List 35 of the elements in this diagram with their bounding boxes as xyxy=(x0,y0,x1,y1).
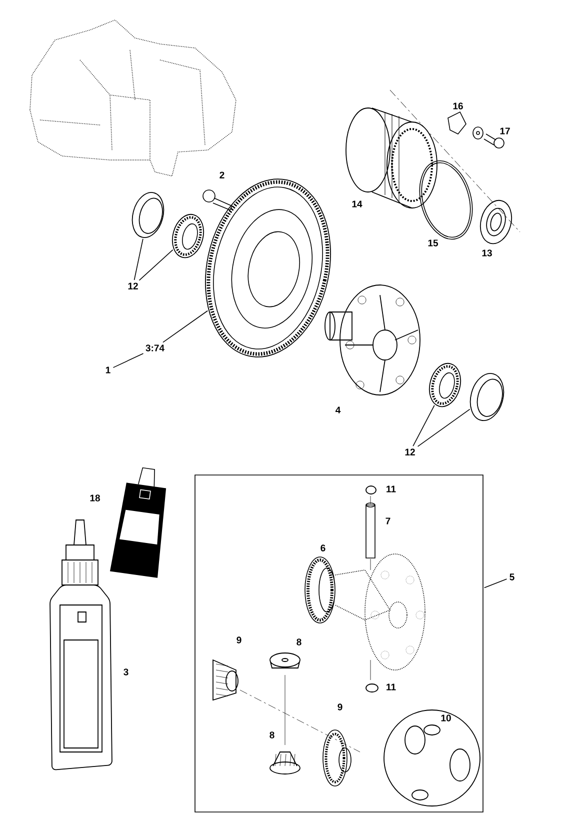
roller-bearing-drawing xyxy=(172,214,204,258)
callout-number: 18 xyxy=(90,494,100,502)
callout-number: 5 xyxy=(510,574,514,580)
leader-line xyxy=(112,353,144,368)
callout-number: 11 xyxy=(386,486,396,492)
bearing-cup-drawing xyxy=(132,192,164,238)
callout-number: 3 xyxy=(124,668,128,676)
leader-line xyxy=(138,249,174,281)
ring-gear-drawing xyxy=(205,178,331,358)
callout-number: 6 xyxy=(320,544,326,552)
leader-line xyxy=(134,238,144,280)
callout-number: 1 xyxy=(106,366,110,374)
callout-number: 17 xyxy=(500,128,510,134)
leader-line xyxy=(162,310,208,343)
group-frame xyxy=(194,474,484,812)
callout-number: 8 xyxy=(270,732,274,738)
callout-number: 12 xyxy=(405,448,415,456)
callout-number: 11 xyxy=(386,684,396,690)
callout-number: 16 xyxy=(453,102,463,110)
callout-number: 14 xyxy=(352,200,362,208)
callout-number: 12 xyxy=(128,282,138,290)
callout-number: 9 xyxy=(338,704,342,710)
callout-number: 3:74 xyxy=(146,344,164,352)
callout-number: 8 xyxy=(296,638,302,646)
leader-line xyxy=(417,408,470,447)
callout-number: 4 xyxy=(336,406,341,414)
callout-number: 7 xyxy=(386,518,390,524)
callout-number: 15 xyxy=(428,240,438,246)
leader-line xyxy=(484,578,508,588)
roller-bearing-drawing xyxy=(428,362,461,408)
leader-line xyxy=(412,404,435,446)
callout-number: 9 xyxy=(236,636,242,644)
bearing-cup-drawing xyxy=(470,373,504,421)
callout-number: 13 xyxy=(482,250,492,256)
callout-number: 10 xyxy=(441,714,451,722)
